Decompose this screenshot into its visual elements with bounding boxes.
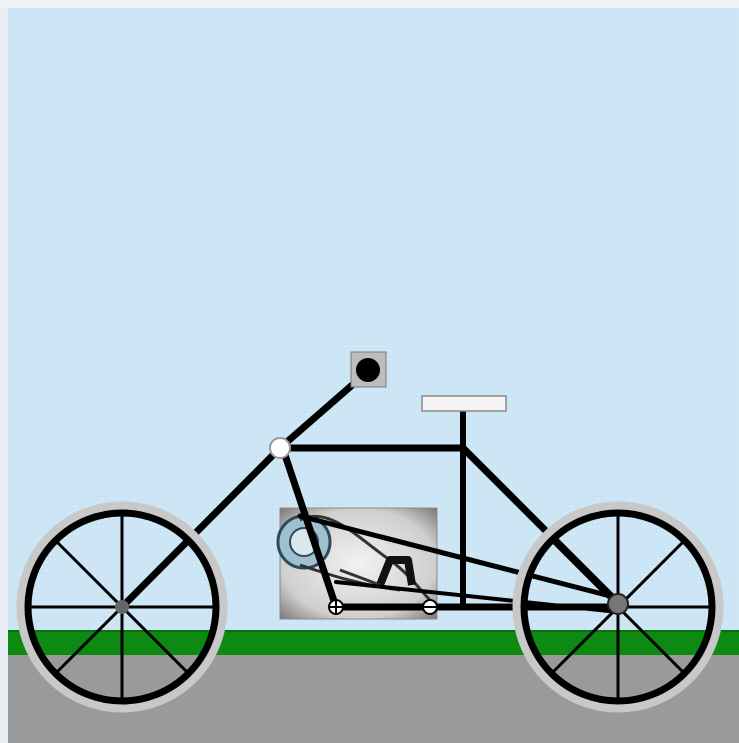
rear-wheel (517, 506, 719, 708)
grass-strip (8, 631, 739, 655)
handlebar-grip-icon (351, 352, 386, 387)
rear-sprocket-icon (608, 594, 628, 614)
left-border (0, 0, 8, 743)
pedal-pivot-right (423, 600, 437, 614)
front-wheel (21, 506, 223, 708)
top-border (0, 0, 739, 8)
pedal-pivot-left (329, 600, 343, 614)
saddle (422, 396, 506, 411)
drivetrain-photo (278, 508, 437, 619)
head-joint (270, 438, 290, 458)
